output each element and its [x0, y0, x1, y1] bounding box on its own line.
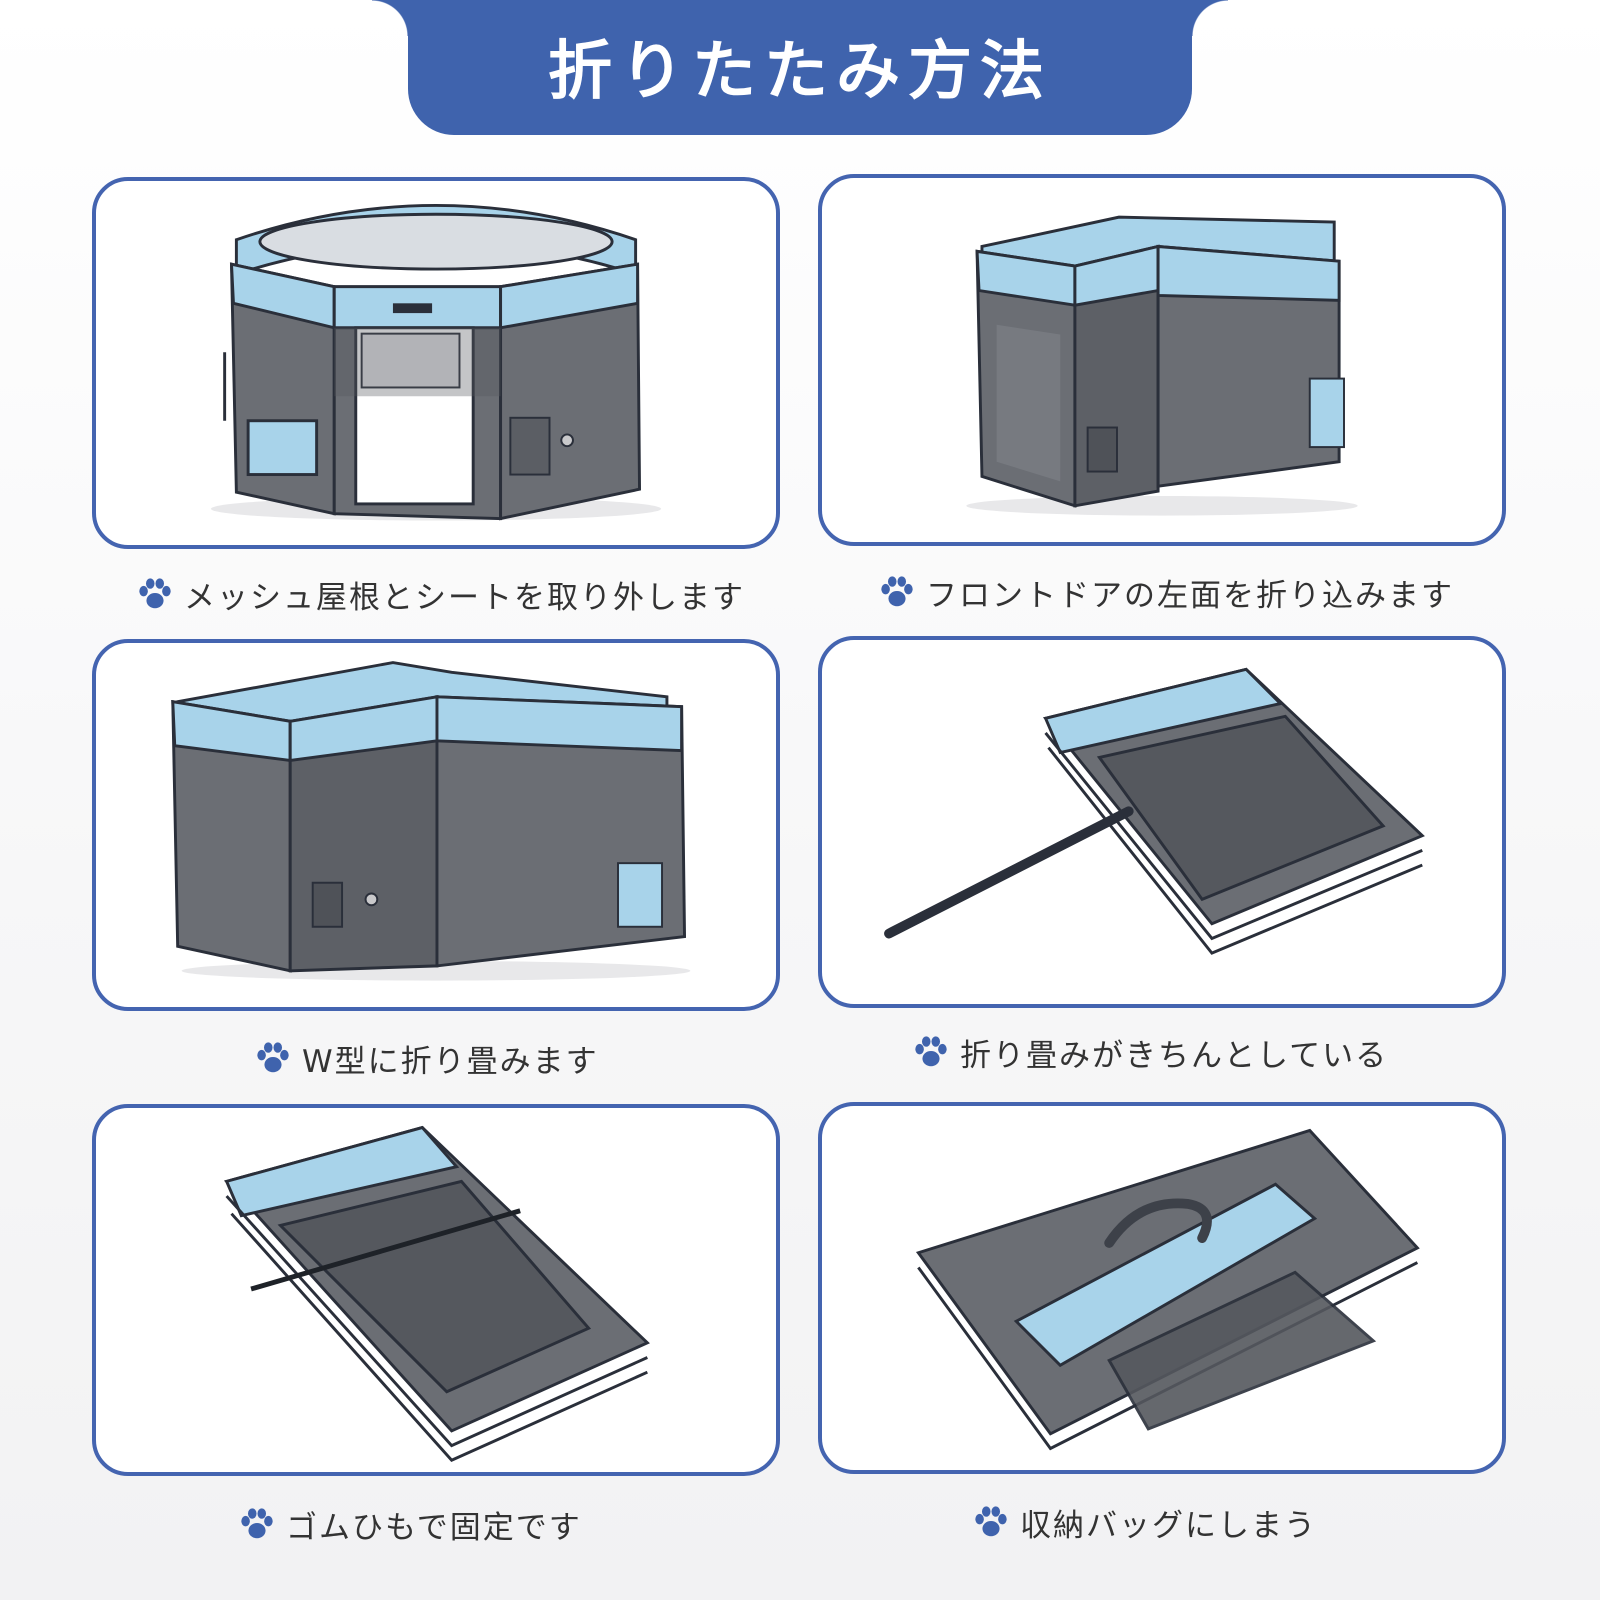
step-5-caption: ゴムひもで固定です: [238, 1502, 582, 1546]
step-1-image: [92, 177, 780, 549]
paw-icon: [878, 573, 916, 611]
paw-icon: [254, 1039, 292, 1077]
step-2-image: [818, 174, 1506, 546]
step-5-text: ゴムひもで固定です: [286, 1509, 582, 1546]
playpen-in-bag-illustration: [915, 1128, 1420, 1451]
paw-icon: [912, 1033, 950, 1071]
playpen-w-fold-illustration: [171, 661, 691, 981]
paw-icon: [972, 1503, 1010, 1541]
step-3-image: [92, 639, 780, 1011]
playpen-folded-flat-illustration: [884, 667, 1425, 955]
playpen-open-illustration: [210, 204, 662, 521]
playpen-fold-front-illustration: [966, 215, 1358, 516]
step-5-image: [92, 1104, 780, 1476]
step-4-text: 折り畳みがきちんとしている: [960, 1037, 1389, 1074]
step-6-text: 収納バッグにしまう: [1020, 1507, 1317, 1544]
step-3-caption: W型に折り畳みます: [254, 1036, 599, 1080]
step-2-text: フロントドアの左面を折り込みます: [926, 577, 1454, 614]
step-1-text: メッシュ屋根とシートを取り外します: [184, 579, 745, 616]
step-4-image: [818, 636, 1506, 1008]
playpen-strapped-illustration: [223, 1125, 650, 1463]
page-title: 折りたたみ方法: [548, 34, 1052, 109]
step-6-image: [818, 1102, 1506, 1474]
step-4-caption: 折り畳みがきちんとしている: [912, 1030, 1388, 1074]
step-1-caption: メッシュ屋根とシートを取り外します: [136, 572, 745, 616]
paw-icon: [136, 575, 174, 613]
step-6-caption: 収納バッグにしまう: [972, 1500, 1317, 1544]
step-2-caption: フロントドアの左面を折り込みます: [878, 570, 1454, 614]
paw-icon: [238, 1505, 276, 1543]
step-3-text: W型に折り畳みます: [302, 1043, 599, 1080]
title-banner: 折りたたみ方法: [372, 0, 1228, 135]
